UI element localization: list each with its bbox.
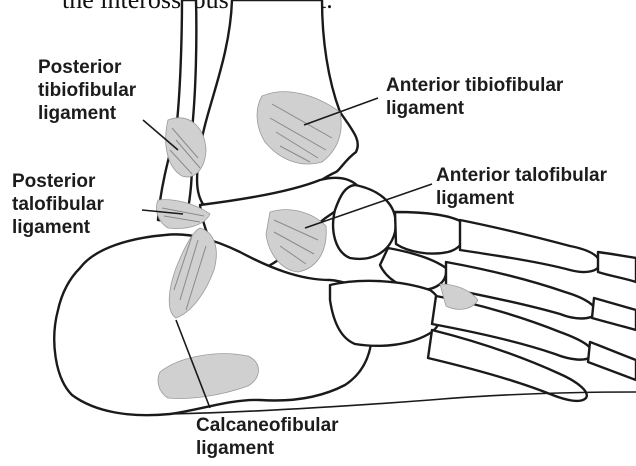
label-line: ligament bbox=[196, 437, 339, 460]
label-line: Posterior bbox=[38, 56, 136, 79]
cuneiform-1 bbox=[395, 212, 466, 254]
label-posterior-talofibular: Posterior talofibular ligament bbox=[12, 170, 104, 239]
label-line: Calcaneofibular bbox=[196, 414, 339, 437]
phalanx-2 bbox=[592, 298, 636, 330]
label-line: ligament bbox=[386, 97, 563, 120]
label-line: talofibular bbox=[12, 193, 104, 216]
label-line: Anterior talofibular bbox=[436, 164, 607, 187]
metatarsal-1 bbox=[460, 220, 600, 272]
label-line: tibiofibular bbox=[38, 79, 136, 102]
phalanx-3 bbox=[588, 342, 636, 380]
label-posterior-tibiofibular: Posterior tibiofibular ligament bbox=[38, 56, 136, 125]
label-line: ligament bbox=[38, 102, 136, 125]
label-line: Anterior tibiofibular bbox=[386, 74, 563, 97]
fibula bbox=[158, 0, 196, 222]
label-anterior-tibiofibular: Anterior tibiofibular ligament bbox=[386, 74, 563, 120]
label-anterior-talofibular: Anterior talofibular ligament bbox=[436, 164, 607, 210]
cuboid bbox=[330, 281, 442, 346]
navicular bbox=[333, 185, 396, 259]
label-calcaneofibular: Calcaneofibular ligament bbox=[196, 414, 339, 460]
phalanx-1 bbox=[598, 252, 636, 282]
label-line: Posterior bbox=[12, 170, 104, 193]
label-line: ligament bbox=[12, 216, 104, 239]
label-line: ligament bbox=[436, 187, 607, 210]
